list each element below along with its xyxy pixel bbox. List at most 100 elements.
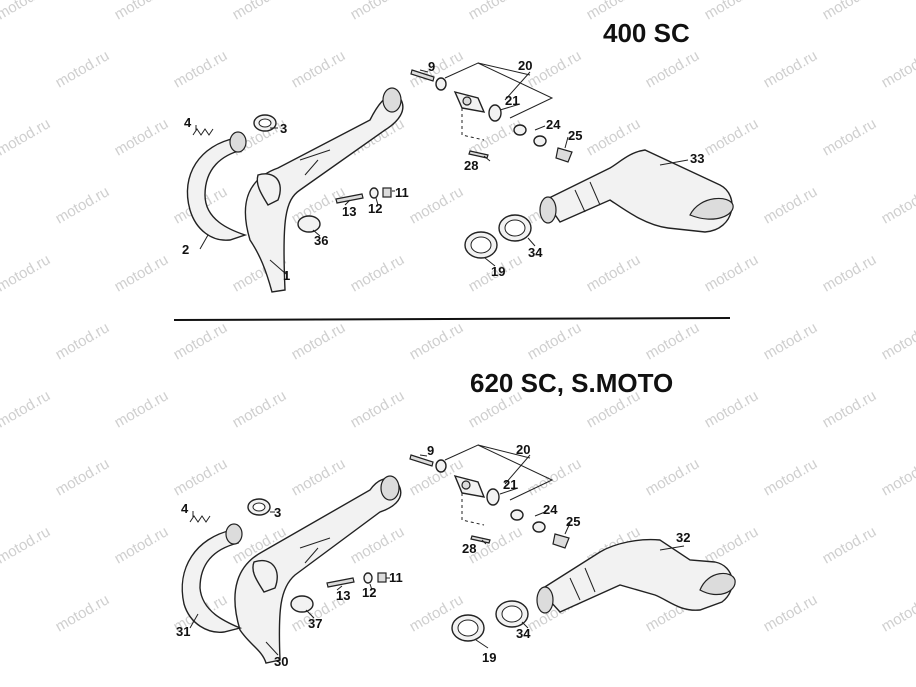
muffler-outlet	[689, 197, 734, 220]
label-28: 28	[462, 541, 476, 556]
watermark-text: motod.ru	[761, 47, 821, 91]
ring-34-hole	[501, 605, 523, 623]
rubber-21	[488, 104, 502, 122]
label-20: 20	[518, 58, 532, 73]
watermark-text: motod.ru	[643, 455, 703, 499]
watermark-text: motod.ru	[879, 183, 916, 227]
section-620sc: 620 SC, S.MOTO	[176, 368, 736, 669]
label-19: 19	[491, 264, 505, 279]
watermark-text: motod.ru	[643, 47, 703, 91]
watermark-text: motod.ru	[702, 0, 762, 23]
sleeve-36	[297, 215, 321, 233]
pipe-junction	[252, 559, 278, 593]
group-20-lines	[444, 62, 554, 119]
pipe-2-flange	[229, 131, 247, 153]
watermark-text: motod.ru	[407, 319, 467, 363]
label-37: 37	[308, 616, 322, 631]
watermark-text: motod.ru	[820, 523, 880, 567]
header-pipe-1	[244, 93, 404, 293]
washer-24	[533, 135, 547, 147]
watermark-text: motod.ru	[289, 455, 349, 499]
label-9: 9	[427, 443, 434, 458]
group-dash	[461, 108, 485, 141]
header-pipe-end	[380, 475, 400, 501]
header-pipe-end	[382, 87, 402, 113]
watermark-text: motod.ru	[53, 455, 113, 499]
spacer-9	[435, 77, 447, 91]
bolt-13	[326, 577, 355, 588]
washer-12	[363, 572, 373, 584]
watermark-text: motod.ru	[702, 251, 762, 295]
header-pipe-detail	[299, 149, 331, 176]
watermark-text: motod.ru	[0, 523, 53, 567]
gasket-3-hole	[252, 502, 266, 512]
watermark-text: motod.ru	[702, 115, 762, 159]
muffler-seams	[574, 181, 601, 213]
header-pipe-31	[181, 529, 243, 633]
pipe-31-flange	[225, 523, 243, 545]
watermark-text: motod.ru	[112, 523, 172, 567]
label-9: 9	[428, 59, 435, 74]
ring-34-hole	[504, 219, 526, 237]
washer-12	[369, 187, 379, 199]
watermark-text: motod.ru	[820, 387, 880, 431]
watermark-text: motod.ru	[643, 319, 703, 363]
watermark-text: motod.ru	[761, 183, 821, 227]
label-25: 25	[566, 514, 580, 529]
label-31: 31	[176, 624, 190, 639]
watermark-text: motod.ru	[761, 455, 821, 499]
sleeve-37	[290, 595, 314, 613]
bracket-hole	[462, 96, 472, 106]
watermark-text: motod.ru	[171, 319, 231, 363]
gasket-3-hole	[258, 118, 272, 128]
watermark-text: motod.ru	[879, 47, 916, 91]
watermark-text: motod.ru	[112, 115, 172, 159]
label-1: 1	[283, 268, 290, 283]
label-4: 4	[184, 115, 192, 130]
watermark-text: motod.ru	[289, 319, 349, 363]
watermark-text: motod.ru	[0, 0, 53, 23]
pipe-junction	[256, 173, 281, 206]
muffler-33	[543, 149, 733, 233]
watermark-text: motod.ru	[53, 183, 113, 227]
watermark-text: motod.ru	[584, 251, 644, 295]
watermark-text: motod.ru	[761, 319, 821, 363]
watermark-text: motod.ru	[348, 251, 408, 295]
washer-24	[532, 521, 546, 533]
label-34: 34	[528, 245, 543, 260]
watermark-text: motod.ru	[879, 591, 916, 635]
watermark-text: motod.ru	[53, 591, 113, 635]
watermark-text: motod.ru	[53, 47, 113, 91]
clip-25	[552, 533, 570, 549]
header-pipe-detail	[299, 537, 331, 564]
label-3: 3	[280, 121, 287, 136]
header-pipe-2	[186, 137, 248, 241]
watermark-text: motod.ru	[348, 0, 408, 23]
label-19: 19	[482, 650, 496, 665]
watermark-text: motod.ru	[702, 387, 762, 431]
watermark-text: motod.ru	[525, 455, 585, 499]
label-21: 21	[503, 477, 517, 492]
watermark-text: motod.ru	[761, 591, 821, 635]
label-13: 13	[336, 588, 350, 603]
group-20-lines	[444, 444, 554, 501]
spacer-9	[435, 459, 447, 473]
watermark-text: motod.ru	[53, 319, 113, 363]
label-11: 11	[395, 185, 409, 200]
clamp-19-hole	[470, 236, 492, 254]
leader-lines	[195, 69, 689, 275]
label-11: 11	[389, 570, 403, 585]
label-4: 4	[181, 501, 189, 516]
label-12: 12	[362, 585, 376, 600]
bracket-hole	[461, 480, 471, 490]
rubber-21	[486, 488, 500, 506]
label-3: 3	[274, 505, 281, 520]
watermark-text: motod.ru	[407, 183, 467, 227]
watermark-text: motod.ru	[112, 251, 172, 295]
watermark-text: motod.ru	[289, 47, 349, 91]
label-21: 21	[505, 93, 519, 108]
watermark-text: motod.ru	[820, 115, 880, 159]
washer-24a	[510, 509, 524, 521]
muffler-inlet	[539, 196, 557, 224]
